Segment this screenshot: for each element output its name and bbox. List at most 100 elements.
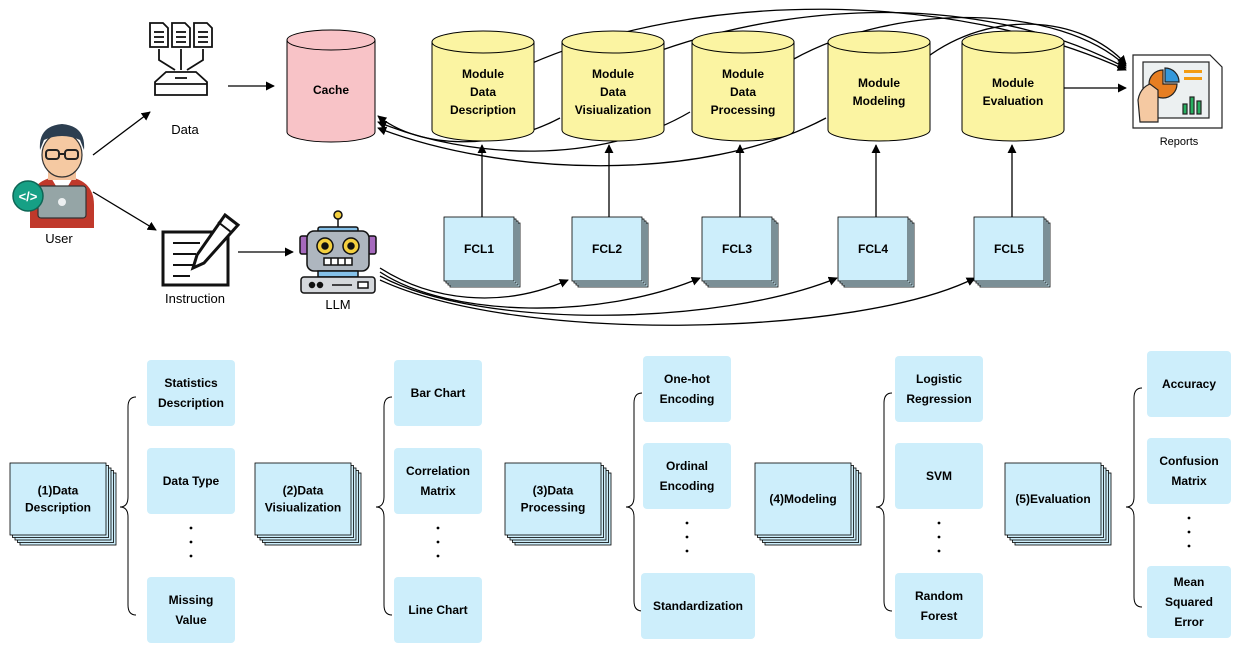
robot-icon xyxy=(299,210,377,294)
group-item: Accuracy xyxy=(1147,351,1231,417)
ellipsis-dot xyxy=(1187,516,1191,520)
reports-icon xyxy=(1132,54,1223,129)
group-brace xyxy=(119,396,137,616)
group-item: Line Chart xyxy=(394,577,482,643)
group-brace xyxy=(375,396,393,616)
arrow-module2-to-reports xyxy=(661,11,1127,69)
arrow-user-to-data xyxy=(92,111,151,156)
ellipsis-dot xyxy=(937,521,941,525)
reports-label: Reports xyxy=(1160,136,1199,148)
fcl-label: FCL5 xyxy=(994,242,1024,256)
group-title-box: (5)Evaluation xyxy=(1004,462,1112,546)
arrow-llm-to-fcl2 xyxy=(379,267,569,299)
group-item: Standardization xyxy=(641,573,755,639)
ellipsis-dot xyxy=(937,549,941,553)
cache-label: Cache xyxy=(313,83,349,97)
fcl-label: FCL3 xyxy=(722,242,752,256)
item-label: Bar Chart xyxy=(411,386,466,400)
fcl-label: FCL2 xyxy=(592,242,622,256)
user-icon: </> xyxy=(12,124,94,228)
fcl-layer: FCL1 FCL2 FCL3 FCL4 FCL5 xyxy=(443,216,1051,288)
group-item: Data Type xyxy=(147,448,235,514)
ellipsis-dot xyxy=(1187,544,1191,548)
fcl-box-1: FCL1 xyxy=(443,216,521,288)
arrow-module4-to-reports xyxy=(925,23,1127,65)
fcl-label: FCL4 xyxy=(858,242,888,256)
user-label: User xyxy=(45,231,73,246)
ellipsis-dot xyxy=(1187,530,1191,534)
fcl-label: FCL1 xyxy=(464,242,494,256)
fcl-box-4: FCL4 xyxy=(837,216,915,288)
ellipsis-dot xyxy=(685,549,689,553)
group-brace xyxy=(875,392,893,612)
instruction-label: Instruction xyxy=(165,291,225,306)
data-icon xyxy=(149,22,213,96)
ellipsis-dot xyxy=(436,540,440,544)
group-title-box: (4)Modeling xyxy=(754,462,862,546)
group-brace xyxy=(625,392,643,612)
group-item: SVM xyxy=(895,443,983,509)
item-label: Data Type xyxy=(163,474,220,488)
cache-cylinder: Cache xyxy=(286,29,376,143)
data-label: Data xyxy=(171,122,199,137)
item-label: Standardization xyxy=(653,599,743,613)
ellipsis-dot xyxy=(685,535,689,539)
ellipsis-dot xyxy=(685,521,689,525)
arrow-module2-to-cache xyxy=(377,115,561,143)
group-title: (5)Evaluation xyxy=(1015,492,1090,506)
arrow-user-to-instruction xyxy=(92,191,157,231)
group-brace xyxy=(1125,387,1143,608)
arrow-llm-to-fcl4 xyxy=(379,275,838,316)
ellipsis-dot xyxy=(189,540,193,544)
instruction-icon xyxy=(161,212,241,287)
item-label: SVM xyxy=(926,469,952,483)
ellipsis-dot xyxy=(189,526,193,530)
group-title: (4)Modeling xyxy=(769,492,836,506)
fcl-box-3: FCL3 xyxy=(701,216,779,288)
fcl-box-2: FCL2 xyxy=(571,216,649,288)
svg-text:</>: </> xyxy=(19,189,38,204)
item-label: Line Chart xyxy=(408,603,467,617)
ellipsis-dot xyxy=(189,554,193,558)
arrow-llm-to-fcl3 xyxy=(379,271,701,309)
arrow-llm-to-fcl5 xyxy=(379,277,976,326)
